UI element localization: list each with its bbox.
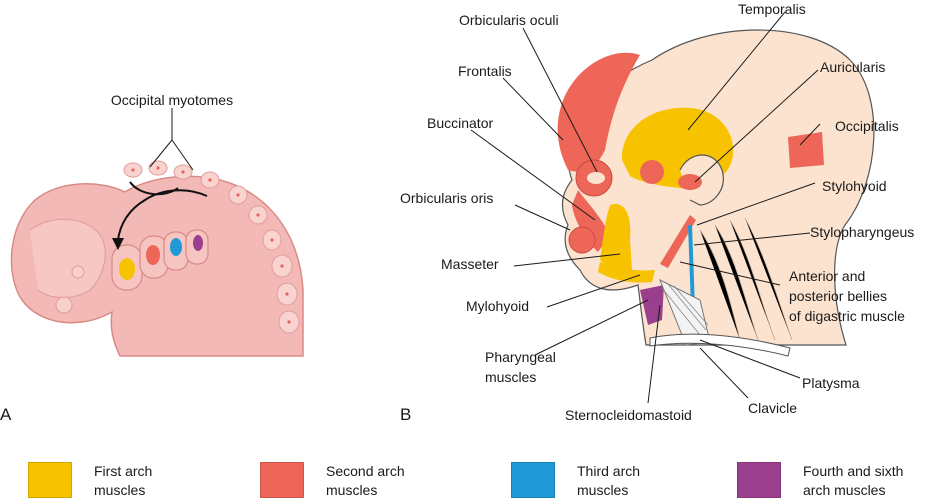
- label-temporalis: Temporalis: [738, 1, 806, 17]
- legend-first-arch-line1: First arch: [94, 463, 153, 479]
- panel-label-a: A: [0, 405, 12, 424]
- occipitalis-muscle: [788, 132, 824, 168]
- legend-third-arch-line2: muscles: [577, 482, 629, 498]
- second-arch-muscle-patch: [146, 245, 160, 265]
- legend-fourth-sixth-arch-line2: arch muscles: [803, 482, 886, 498]
- label-auricularis: Auricularis: [820, 59, 885, 75]
- mylohyoid-muscle: [598, 262, 655, 283]
- label-pharyngeal-2: muscles: [485, 369, 536, 385]
- label-orbicularis-oris: Orbicularis oris: [400, 190, 493, 206]
- label-occipitalis: Occipitalis: [835, 118, 899, 134]
- label-sternocleidomastoid: Sternocleidomastoid: [565, 407, 692, 423]
- legend-first-arch: First arch muscles: [28, 462, 244, 500]
- embryo-illustration: [10, 160, 304, 357]
- legend-swatch-first-arch: [28, 462, 72, 498]
- third-arch-muscle-patch: [170, 238, 182, 256]
- label-buccinator: Buccinator: [427, 115, 493, 131]
- pharyngeal-muscles: [640, 285, 664, 325]
- legend-text-second-arch: Second arch muscles: [326, 462, 476, 500]
- clavicle-bone: [649, 333, 791, 357]
- orbicularis-oris-muscle: [568, 226, 596, 254]
- label-clavicle: Clavicle: [748, 400, 797, 416]
- label-digastric-2: posterior bellies: [789, 288, 887, 304]
- label-orbicularis-oculi: Orbicularis oculi: [459, 12, 559, 28]
- label-stylohyoid: Stylohyoid: [822, 178, 887, 194]
- label-occipital-myotomes: Occipital myotomes: [111, 92, 233, 108]
- legend-text-third-arch: Third arch muscles: [577, 462, 727, 500]
- legend-swatch-third-arch: [511, 462, 555, 498]
- label-platysma: Platysma: [802, 375, 860, 391]
- buccinator-muscle: [572, 190, 610, 252]
- legend-text-fourth-sixth-arch: Fourth and sixth arch muscles: [803, 462, 936, 500]
- masseter-muscle: [600, 204, 632, 271]
- legend-third-arch-line1: Third arch: [577, 463, 641, 479]
- legend-fourth-sixth-arch-line1: Fourth and sixth: [803, 463, 904, 479]
- label-frontalis: Frontalis: [458, 63, 512, 79]
- label-pharyngeal-1: Pharyngeal: [485, 349, 556, 365]
- label-stylopharyngeus: Stylopharyngeus: [810, 224, 914, 240]
- stylohyoid-muscle: [660, 215, 696, 268]
- legend-swatch-second-arch: [260, 462, 304, 498]
- label-mylohyoid: Mylohyoid: [466, 298, 529, 314]
- legend-first-arch-line2: muscles: [94, 482, 146, 498]
- legend-second-arch: Second arch muscles: [260, 462, 476, 500]
- auricularis-muscle: [678, 174, 702, 190]
- panel-label-b: B: [400, 405, 411, 424]
- frontalis-muscle: [557, 52, 640, 172]
- legend-fourth-sixth-arch: Fourth and sixth arch muscles: [737, 462, 936, 500]
- label-digastric-1: Anterior and: [789, 268, 865, 284]
- legend-swatch-fourth-sixth-arch: [737, 462, 781, 498]
- legend-second-arch-line1: Second arch: [326, 463, 405, 479]
- legend-text-first-arch: First arch muscles: [94, 462, 244, 500]
- legend-second-arch-line2: muscles: [326, 482, 378, 498]
- head-illustration: [557, 29, 875, 357]
- first-arch-muscle-patch: [119, 258, 135, 280]
- migration-arrow: [117, 189, 208, 241]
- legend-third-arch: Third arch muscles: [511, 462, 727, 500]
- label-masseter: Masseter: [441, 256, 499, 272]
- label-digastric-3: of digastric muscle: [789, 308, 905, 324]
- fourth-sixth-arch-muscle-patch: [193, 235, 203, 251]
